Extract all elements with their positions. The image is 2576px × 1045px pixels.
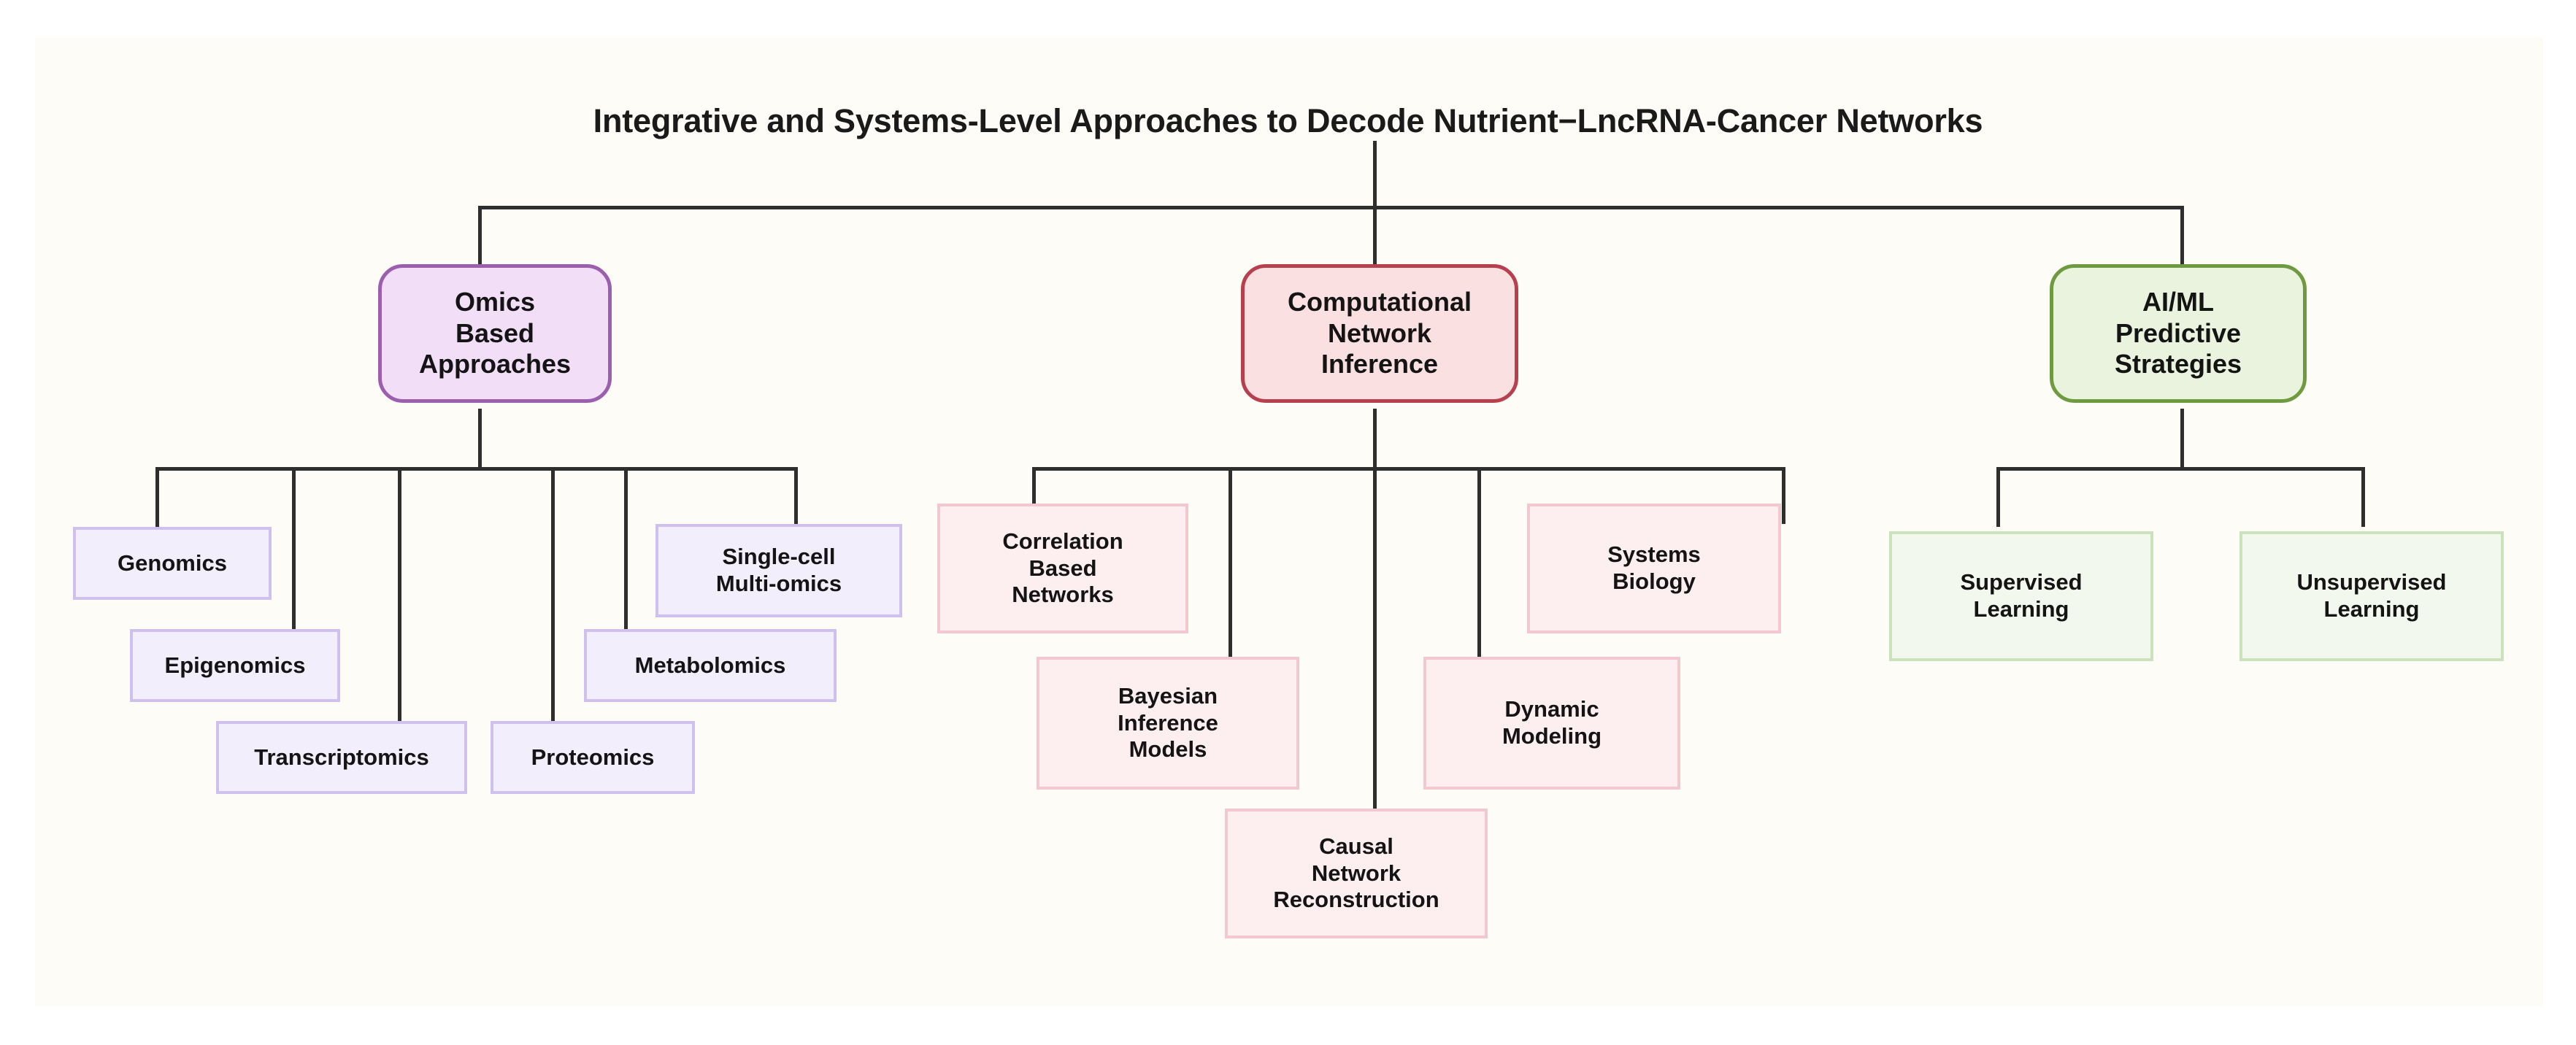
leaf-correlation-based-networks-label: Correlation Based Networks (1002, 528, 1123, 608)
leaf-transcriptomics[interactable]: Transcriptomics (216, 721, 467, 794)
connector-aiml-drop-2 (2361, 467, 2365, 527)
leaf-single-cell-multi-omics-label: Single-cell Multi-omics (715, 544, 842, 596)
connector-omics-drop-3 (398, 467, 401, 722)
connector-aiml-bus (1996, 467, 2365, 471)
connector-computational-drop-5 (1782, 467, 1785, 524)
leaf-systems-biology-label: Systems Biology (1607, 541, 1701, 594)
leaf-bayesian-inference-models-label: Bayesian Inference Models (1118, 683, 1218, 763)
leaf-bayesian-inference-models[interactable]: Bayesian Inference Models (1037, 657, 1299, 790)
connector-computational-drop-1 (1032, 467, 1036, 524)
connector-drop-aiml (2180, 206, 2184, 266)
leaf-causal-network-reconstruction-label: Causal Network Reconstruction (1273, 833, 1439, 913)
connector-computational-drop-4 (1477, 467, 1481, 658)
connector-computational-stem (1373, 409, 1377, 470)
leaf-epigenomics[interactable]: Epigenomics (130, 629, 340, 702)
leaf-metabolomics[interactable]: Metabolomics (584, 629, 837, 702)
leaf-systems-biology[interactable]: Systems Biology (1527, 504, 1781, 633)
connector-omics-drop-4 (551, 467, 555, 722)
page-title: Integrative and Systems-Level Approaches… (593, 102, 1983, 139)
connector-omics-drop-6 (794, 467, 798, 530)
leaf-causal-network-reconstruction[interactable]: Causal Network Reconstruction (1225, 809, 1488, 938)
connector-omics-drop-5 (624, 467, 628, 631)
connector-omics-drop-1 (155, 467, 159, 530)
branch-node-omics[interactable]: Omics Based Approaches (378, 264, 612, 403)
connector-aiml-stem (2180, 409, 2184, 470)
connector-omics-stem (478, 409, 482, 470)
leaf-transcriptomics-label: Transcriptomics (254, 744, 429, 770)
leaf-unsupervised-learning[interactable]: Unsupervised Learning (2239, 531, 2504, 661)
connector-omics-bus (155, 467, 798, 471)
leaf-dynamic-modeling-label: Dynamic Modeling (1502, 696, 1602, 749)
leaf-epigenomics-label: Epigenomics (164, 652, 306, 678)
connector-top-bus (478, 206, 2184, 209)
leaf-dynamic-modeling[interactable]: Dynamic Modeling (1423, 657, 1680, 790)
connector-drop-computational (1373, 206, 1377, 266)
leaf-unsupervised-learning-label: Unsupervised Learning (2296, 569, 2447, 622)
leaf-proteomics[interactable]: Proteomics (491, 721, 695, 794)
connector-drop-omics (478, 206, 482, 266)
branch-node-aiml[interactable]: AI/ML Predictive Strategies (2050, 264, 2307, 403)
connector-aiml-drop-1 (1996, 467, 2000, 527)
connector-omics-drop-2 (292, 467, 296, 631)
leaf-correlation-based-networks[interactable]: Correlation Based Networks (937, 504, 1188, 633)
leaf-metabolomics-label: Metabolomics (634, 652, 786, 678)
leaf-supervised-learning-label: Supervised Learning (1960, 569, 2083, 622)
leaf-supervised-learning[interactable]: Supervised Learning (1889, 531, 2153, 661)
leaf-proteomics-label: Proteomics (531, 744, 655, 770)
branch-node-aiml-label: AI/ML Predictive Strategies (2114, 287, 2242, 379)
branch-node-computational[interactable]: Computational Network Inference (1241, 264, 1518, 403)
leaf-genomics-label: Genomics (118, 550, 227, 576)
connector-computational-drop-3 (1373, 467, 1377, 810)
connector-computational-drop-2 (1229, 467, 1232, 658)
connector-title-stem (1373, 141, 1377, 208)
leaf-genomics[interactable]: Genomics (73, 527, 272, 600)
branch-node-computational-label: Computational Network Inference (1288, 287, 1472, 379)
leaf-single-cell-multi-omics[interactable]: Single-cell Multi-omics (655, 524, 902, 617)
branch-node-omics-label: Omics Based Approaches (418, 287, 572, 379)
connector-computational-bus (1032, 467, 1785, 471)
